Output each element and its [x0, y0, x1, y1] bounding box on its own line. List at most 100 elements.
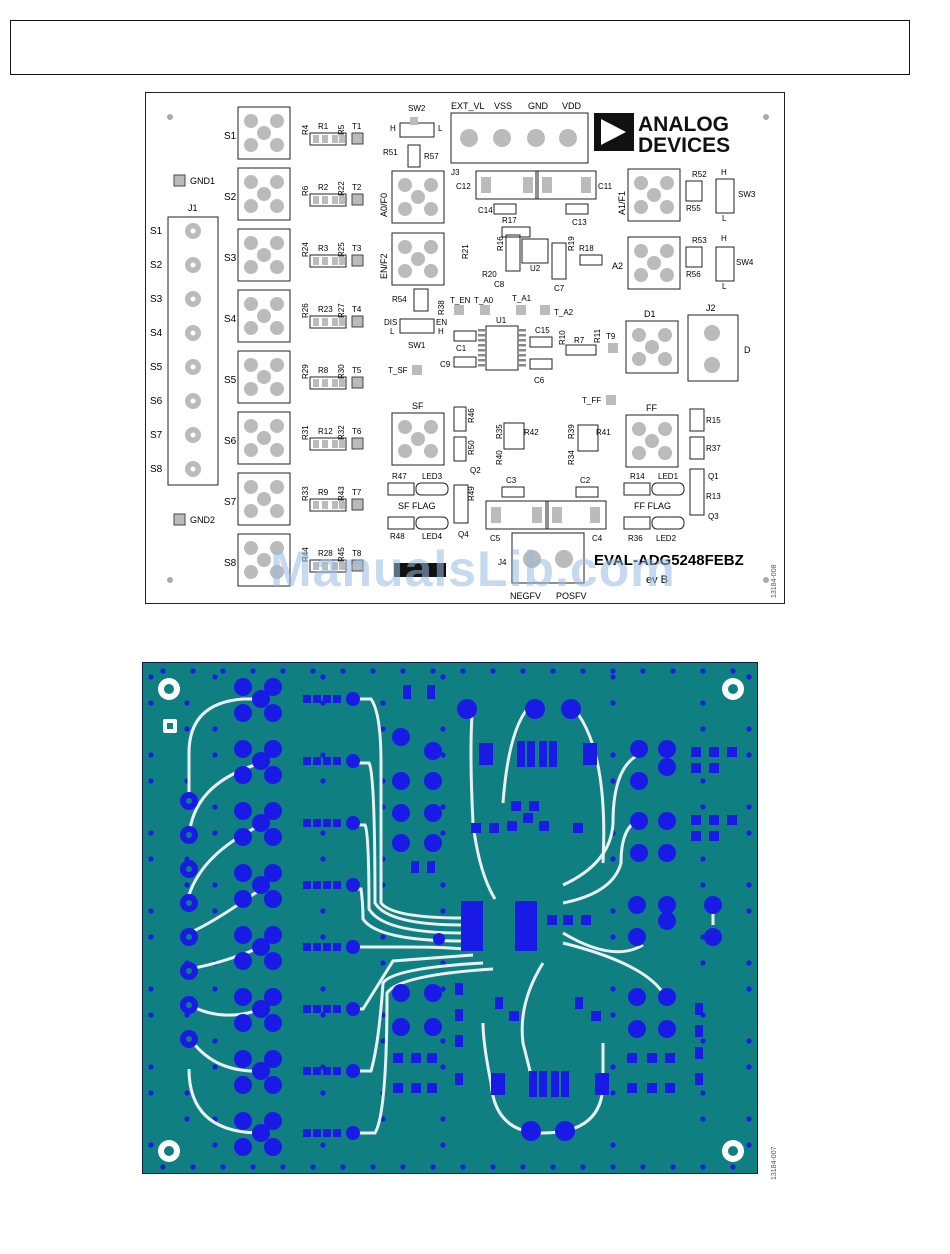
source-connector	[237, 106, 291, 160]
c1: C1	[456, 344, 467, 353]
testpoint-pad	[346, 692, 360, 706]
source-pad	[252, 752, 270, 770]
via	[610, 856, 616, 862]
source-connector	[237, 228, 291, 282]
via	[280, 668, 286, 674]
j1-pins	[185, 223, 201, 477]
negfv-label: NEGFV	[510, 591, 541, 601]
source-pad	[264, 802, 282, 820]
ic-pin	[478, 344, 486, 347]
resistor-label: R43	[337, 486, 346, 501]
j1-pin-hole	[190, 432, 196, 438]
j1-pad-hole	[186, 866, 192, 872]
tp-pad	[516, 305, 526, 315]
sf-label: SF	[412, 401, 424, 411]
j1-pin-hole	[190, 262, 196, 268]
j1-connector	[167, 216, 219, 486]
resistor-pad	[333, 819, 341, 827]
via	[746, 960, 752, 966]
j4-label: J4	[498, 558, 507, 567]
pad	[339, 257, 345, 265]
via	[184, 700, 190, 706]
smb-pad	[244, 260, 258, 274]
resistor-pad	[333, 881, 341, 889]
via	[184, 1090, 190, 1096]
via	[400, 668, 406, 674]
c6: C6	[534, 376, 545, 385]
via	[380, 726, 386, 732]
led3-footprint	[415, 482, 449, 496]
resistor-pad	[303, 695, 311, 703]
d1-connector	[625, 320, 679, 374]
via	[746, 882, 752, 888]
j1-pad-hole	[186, 832, 192, 838]
r52-footprint	[685, 180, 703, 202]
via	[730, 668, 736, 674]
mount-dot	[167, 114, 173, 120]
j3-pin-vss: VSS	[494, 101, 512, 111]
j4-connector	[511, 532, 585, 584]
j3-connector	[450, 112, 589, 164]
a2-connector	[627, 236, 681, 290]
j1-pin-label: S2	[150, 260, 163, 271]
via	[212, 986, 218, 992]
resistor-label: R30	[337, 364, 346, 379]
source-connector	[237, 289, 291, 343]
smb-pad	[244, 443, 258, 457]
a1f1-connector	[627, 168, 681, 222]
r39-footprint	[577, 424, 599, 452]
sw3-h: H	[721, 168, 727, 177]
r50: R50	[467, 440, 476, 455]
smb-pad	[257, 309, 271, 323]
pad	[332, 135, 338, 143]
pad	[410, 117, 418, 125]
q3: Q3	[708, 512, 719, 521]
source-label: S6	[224, 436, 237, 447]
resistor-label: R33	[301, 486, 310, 501]
pad	[322, 135, 328, 143]
via	[148, 752, 154, 758]
resistor-label: R31	[301, 425, 310, 440]
r36-footprint	[623, 516, 651, 530]
source-pad	[264, 828, 282, 846]
r54: R54	[392, 295, 407, 304]
resistor-pad	[303, 943, 311, 951]
smb-pads	[398, 178, 438, 278]
mount-dot	[167, 577, 173, 583]
via	[550, 1164, 556, 1170]
via	[380, 960, 386, 966]
testpoint-pad	[351, 315, 364, 328]
resistor-pad	[313, 1067, 321, 1075]
via	[340, 668, 346, 674]
via	[400, 1164, 406, 1170]
via	[370, 668, 376, 674]
d-label: D	[744, 345, 751, 355]
source-pad	[252, 1124, 270, 1142]
via	[148, 856, 154, 862]
smb-pads	[632, 328, 672, 366]
via	[184, 726, 190, 732]
via	[746, 1038, 752, 1044]
via	[148, 986, 154, 992]
testpoint-label: T3	[352, 244, 362, 253]
ic-pin	[478, 349, 486, 352]
j3-pin	[527, 129, 545, 147]
via	[610, 674, 616, 680]
via	[212, 882, 218, 888]
smb-pad	[257, 492, 271, 506]
tp-pad	[480, 305, 490, 315]
testpoint-pad	[351, 437, 364, 450]
r53-footprint	[685, 246, 703, 268]
source-pad	[234, 1138, 252, 1156]
via	[320, 1142, 326, 1148]
pad	[332, 440, 338, 448]
testpoint-pad	[351, 376, 364, 389]
c6-footprint	[529, 358, 553, 370]
r46: R46	[467, 408, 476, 423]
analog-devices-logo: ANALOG DEVICES	[594, 113, 730, 157]
j3-pin-vdd: VDD	[562, 101, 582, 111]
resistor-footprint	[309, 437, 347, 451]
via	[440, 1038, 446, 1044]
via	[148, 700, 154, 706]
source-pad	[234, 802, 252, 820]
